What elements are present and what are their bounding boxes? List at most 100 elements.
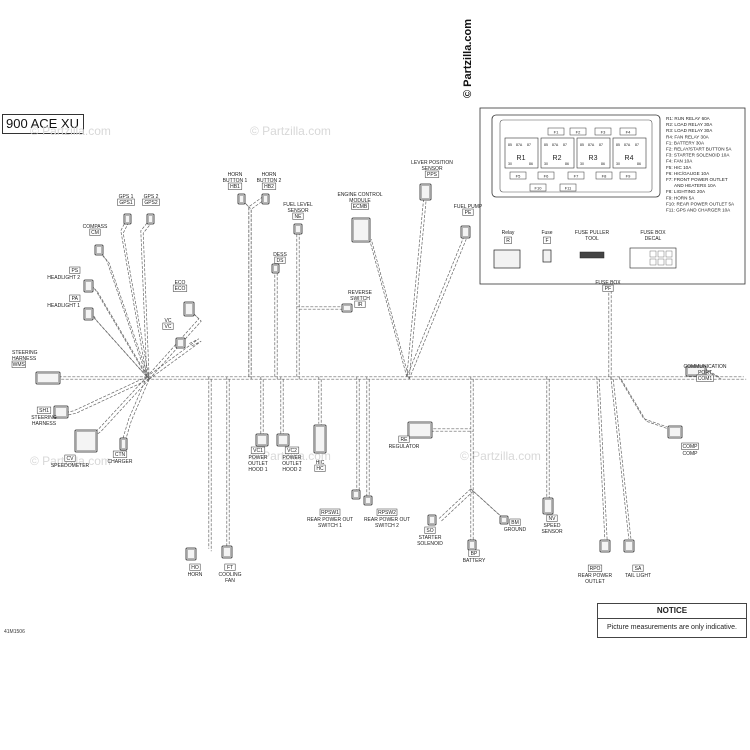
fuse-legend-line: AND HEATERS 10A: [674, 183, 717, 188]
component-name: SWITCH 1: [318, 523, 342, 529]
cooling-fan-connector: [221, 545, 233, 559]
rear-outlet-connector: [599, 539, 611, 553]
component-name: GPS 1: [119, 194, 134, 200]
fuse-F3: F3: [594, 127, 612, 136]
charger-connector: [119, 437, 128, 451]
component-code: RPSW2: [378, 510, 396, 516]
component-code: VC: [165, 324, 172, 330]
fuse-name: F4: [626, 130, 631, 135]
fuse-legend-line: F6: HIC/GAUGE 10A: [666, 171, 710, 176]
starter-connector: [427, 514, 437, 526]
part-name: FUSE PULLER: [575, 230, 610, 236]
component-name: HEADLIGHT 2: [47, 275, 80, 281]
relay-pin: 30: [616, 162, 620, 166]
relay-pin: 87: [635, 143, 639, 147]
component-name: FUEL PUMP: [454, 204, 483, 210]
fuse-F7: F7: [567, 171, 585, 180]
fuse-legend-line: R1: RUN RELAY 60A: [666, 116, 711, 121]
component-name: REAR POWER OUT: [364, 517, 410, 523]
regulator-connector: [407, 421, 433, 439]
component-code: PA: [72, 296, 79, 302]
outlet-hood-1-connector: [255, 433, 269, 447]
fuse-name: F11: [565, 186, 572, 191]
component-code: ECMB: [353, 204, 368, 210]
component-name: SENSOR: [541, 529, 563, 535]
notice-title: NOTICE: [598, 604, 746, 619]
gps2-connector: [146, 213, 155, 225]
component-name: CHARGER: [107, 459, 132, 465]
fuse-name: F8: [602, 174, 607, 179]
component-code: CV: [67, 456, 75, 462]
relay-pin: 30: [544, 162, 548, 166]
component-name: GPS 2: [144, 194, 159, 200]
fuse-F2: F2: [569, 127, 587, 136]
fuse-F11: F11: [559, 183, 577, 192]
hic-connector: [313, 424, 327, 454]
component-code: VC2: [287, 448, 297, 454]
notice-box: NOTICE Picture measurements are only ind…: [597, 603, 747, 638]
fuse-name: F1: [554, 130, 559, 135]
component-code: IR: [358, 302, 363, 308]
component-code: CTN: [115, 452, 126, 458]
gps1-connector: [123, 213, 132, 225]
steering-harness-2-connector: [53, 405, 69, 419]
component-code: FT: [227, 565, 233, 571]
relay-name: R2: [553, 155, 562, 162]
component-name: SWITCH: [350, 296, 370, 302]
component-name: SENSOR: [421, 166, 443, 172]
notice-text: Picture measurements are only indicative…: [607, 624, 737, 631]
component-code: GPS1: [119, 200, 133, 206]
component-code: BP: [471, 551, 478, 557]
relay-pin: 87: [527, 143, 531, 147]
watermarks: © Partzilla.com © Partzilla.com © Partzi…: [30, 124, 541, 468]
component-code: COM1: [698, 376, 713, 382]
component-name: REAR POWER: [578, 573, 613, 579]
component-code: WMS: [13, 362, 26, 368]
tail-light-connector: [623, 539, 635, 553]
fuse-F9: F9: [619, 171, 637, 180]
component-name: COMP: [683, 451, 699, 457]
relay-pin: 87A: [516, 143, 523, 147]
fuse-legend-line: F9: HORN 5A: [666, 195, 695, 200]
part-name: FUSE BOX: [640, 230, 666, 236]
battery-connector: [467, 539, 477, 551]
fuse-legend-line: R3: LOAD RELAY 30A: [666, 128, 713, 133]
component-name: REGULATOR: [389, 444, 420, 450]
relay-pin: 87A: [588, 143, 595, 147]
component-code: SA: [635, 566, 642, 572]
component-code: RE: [401, 437, 409, 443]
document-number: 41M1506: [4, 629, 25, 635]
relay-pin: 87A: [552, 143, 559, 147]
fuse-F1: F1: [547, 127, 565, 136]
component-code: HB1: [230, 184, 240, 190]
component-code: ECO: [175, 286, 186, 292]
component-name: STEERING: [31, 415, 57, 421]
component-code: NE: [295, 214, 303, 220]
component-name: VC: [165, 318, 172, 324]
fuse-name: F10: [535, 186, 543, 191]
relay-name: R1: [517, 155, 526, 162]
component-name: HARNESS: [12, 356, 37, 362]
component-name: STARTER: [419, 535, 442, 541]
fuel-level-connector: [293, 223, 303, 235]
fuse-legend-line: F3: STARTER SOLENOID 10A: [666, 153, 730, 158]
